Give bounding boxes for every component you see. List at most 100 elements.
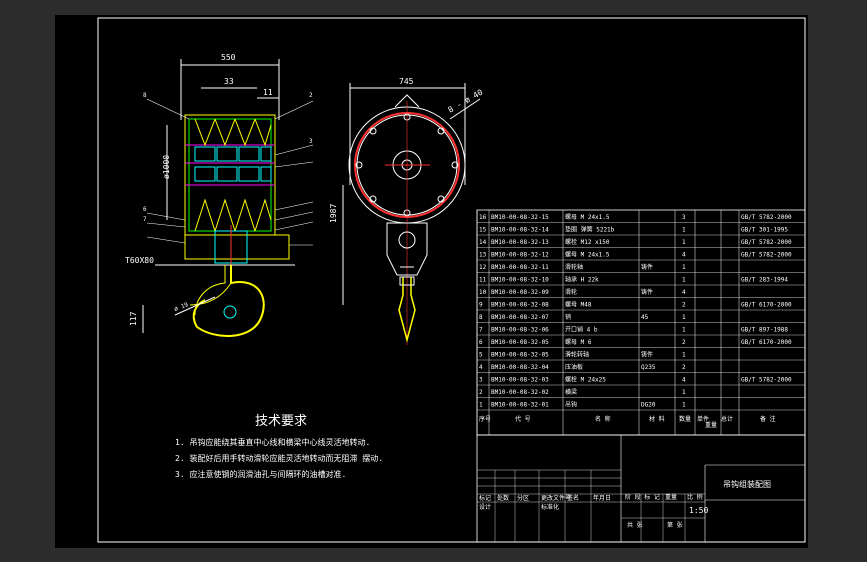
tech-title: 技术要求 [255,414,307,429]
bom-cell-name: 横梁 [565,388,577,396]
bom-cell-no: 13 [479,252,487,259]
bom-cell-name: 销 [565,313,571,321]
sheet-total: 共 张 [627,521,643,529]
bom-cell-qty: 4 [682,289,686,296]
bom-header-unit_weight: 单件 [697,415,709,423]
bom-cell-no: 5 [479,352,483,359]
bom-cell-qty: 4 [682,252,686,259]
bom-cell-name: 压油板 [565,363,583,371]
bom-cell-no: 11 [479,277,487,284]
bom-cell-qty: 2 [682,364,686,371]
bom-cell-no: 3 [479,377,483,384]
tb-label-a-0: 标记 [479,494,491,502]
bom-cell-code: BM10-00-08-32-11 [491,264,549,271]
bom-cell-no: 2 [479,389,483,396]
tb-label-a-2: 分区 [517,494,529,502]
bom-header-material: 材 料 [649,415,665,423]
bom-cell-std: GB/T 6170-2000 [741,339,792,346]
dim-right-height: 1987 [329,204,338,223]
bom-header-code: 代 号 [515,415,531,423]
bom-cell-std: GB/T 5782-2000 [741,252,792,259]
bom-cell-std: GB/T 301-1995 [741,227,788,234]
dim-left-117: 117 [129,311,138,326]
leader-d: 6 [143,206,147,213]
bom-cell-code: BM10-00-08-32-14 [491,227,549,234]
bom-header-remark: 备 注 [760,415,776,423]
bom-cell-qty: 1 [682,277,686,284]
inner-frame [97,17,806,543]
drawing-canvas: 550 33 11 ø1000 T60X80 [97,17,806,543]
bom-cell-qty: 1 [682,227,686,234]
bom-cell-code: BM10-00-08-32-08 [491,302,549,309]
bom-cell-code: BM10-00-08-32-03 [491,377,549,384]
ratio-label: 比 例 [687,493,703,501]
bom-cell-no: 12 [479,264,487,271]
bom-cell-no: 16 [479,214,487,221]
drawing-sheet: 550 33 11 ø1000 T60X80 [55,15,808,548]
bom-cell-name: 开口销 4 b [565,326,598,334]
bom-cell-code: BM10-00-08-32-06 [491,327,549,334]
bom-cell-no: 1 [479,402,483,409]
tech-line-2: 2. 装配好后用手转动滑轮应能灵活地转动而无阻滞 摆动. [175,453,383,463]
bom-cell-qty: 2 [682,339,686,346]
bom-cell-material: 铸件 [641,288,653,296]
dim-left-bar: T60X80 [125,256,154,265]
bom-cell-std: GB/T 5782-2000 [741,377,792,384]
technical-requirements: 技术要求 1. 吊钩应能绕其垂直中心线和横梁中心线灵活地转动. 2. 装配好后用… [175,414,383,479]
bom-cell-no: 7 [479,327,483,334]
bom-cell-name: 滑轮 [565,288,577,296]
bom-cell-code: BM10-00-08-32-09 [491,289,549,296]
bom-cell-name: 螺母 M48 [565,301,592,309]
bom-cell-std: GB/T 5782-2000 [741,214,792,221]
bom-cell-code: BM10-00-08-32-12 [491,252,549,259]
bom-cell-code: BM10-00-08-32-05 [491,352,549,359]
bom-cell-std: GB/T 5782-2000 [741,239,792,246]
bom-header-no: 序号 [479,415,491,423]
bom-cell-no: 8 [479,314,483,321]
leader-c: 3 [309,138,313,145]
bom-cell-qty: 1 [682,389,686,396]
bom-cell-code: BM10-00-08-32-10 [491,277,549,284]
bom-cell-no: 6 [479,339,483,346]
bom-cell-code: BM10-00-08-32-07 [491,314,549,321]
bom-cell-no: 9 [479,302,483,309]
bom-cell-name: 轴承 H 22k [565,276,599,284]
bom-cell-material: 45 [641,314,649,321]
bom-cell-no: 14 [479,239,487,246]
bom-cell-std: GB/T 6170-2000 [741,302,792,309]
bom-cell-no: 15 [479,227,487,234]
dim-left-hook: ø 19 [173,301,189,313]
bom-cell-qty: 4 [682,377,686,384]
leader-a: 8 [143,92,147,99]
bom-cell-code: BM10-00-08-32-15 [491,214,549,221]
tech-line-3: 3. 应注意使钢的润滑油孔与间隔环的油槽对准. [175,469,346,479]
bom-cell-code: BM10-00-08-32-05 [491,339,549,346]
sheet-no: 第 张 [667,521,683,529]
bom-header-name: 名 称 [595,415,611,423]
leader-b: 2 [309,92,313,99]
bom-cell-name: 螺母 M 24x1.5 [565,251,610,259]
bom-cell-qty: 1 [682,402,686,409]
bom-cell-std: GB/T 897-1988 [741,327,788,334]
bom-cell-code: BM10-00-08-32-02 [491,389,549,396]
drawing-scale: 1:50 [689,506,708,515]
bom-cell-material: 铸件 [641,351,653,359]
bom-cell-qty: 1 [682,352,686,359]
bom-cell-name: 吊钩 [565,401,577,409]
tb-label-a-5: 年月日 [593,494,611,502]
dim-left-dia: ø1000 [162,155,171,179]
dim-right-width: 745 [399,77,414,86]
pulley-block-front-view: 550 33 11 ø1000 T60X80 [125,53,314,338]
weight-label: 重量 [665,493,677,501]
bom-cell-code: BM10-00-08-32-01 [491,402,549,409]
bom-cell-code: BM10-00-08-32-13 [491,239,549,246]
bom-cell-qty: 1 [682,264,686,271]
leader-e: 7 [143,216,147,223]
bom-cell-material: Q235 [641,364,656,371]
dim-left-width: 550 [221,53,236,62]
tb-label-b-3: 标准化 [541,503,559,511]
bom-header-total_weight: 总计 [721,415,733,423]
bom-cell-name: 垫圈 弹簧 5221b [565,226,615,234]
bom-cell-name: 螺栓 M12 x150 [565,238,610,246]
